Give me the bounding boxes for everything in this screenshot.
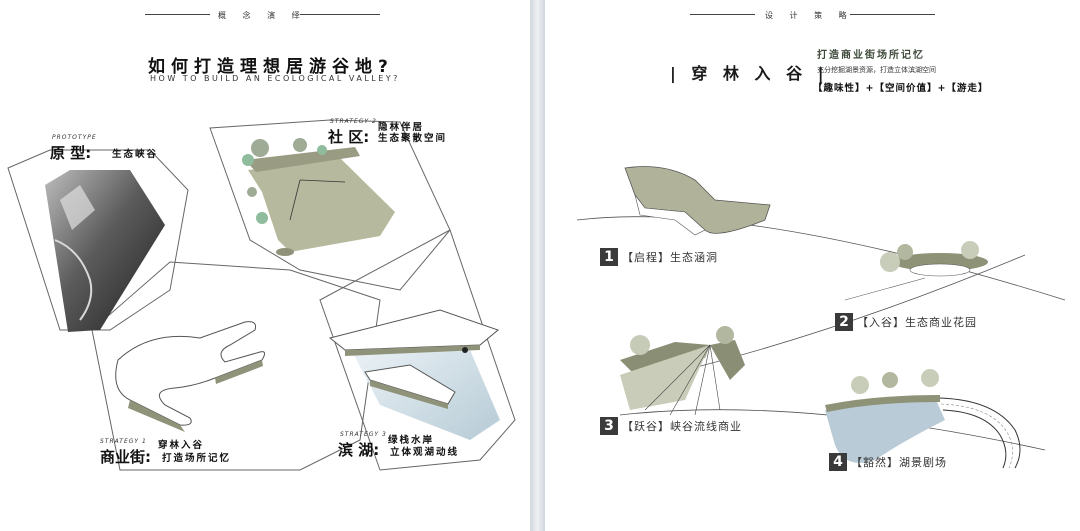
strategy-note: 充分挖掘湖景资源，打造立体滨湖空间 <box>817 66 936 74</box>
lake-deck-upper-side <box>345 345 480 356</box>
prototype-label: 原 型: <box>50 144 92 162</box>
step-text: 【启程】生态涵洞 <box>622 251 718 264</box>
step-text: 【豁然】湖景剧场 <box>851 456 947 469</box>
step-number: 1 <box>600 248 618 266</box>
flow-line <box>669 344 711 416</box>
tree-icon <box>247 187 257 197</box>
step-item: 4 【豁然】湖景剧场 <box>829 453 947 471</box>
tree-icon <box>882 372 898 388</box>
header-rule-right <box>300 14 380 15</box>
concept-diagram <box>7 119 516 471</box>
tree-icon <box>317 145 327 155</box>
terrain-line <box>576 216 1066 301</box>
strategy-diagram <box>576 166 1066 469</box>
tree-icon <box>851 376 869 394</box>
community-plaza <box>248 158 395 252</box>
step-text: 【跃谷】峡谷流线商业 <box>622 420 742 433</box>
step-item: 1 【启程】生态涵洞 <box>600 248 718 266</box>
ground-line <box>844 277 926 301</box>
page-gutter <box>530 0 545 531</box>
community-en: STRATEGY 2 <box>330 118 377 125</box>
marker-dot <box>462 347 468 353</box>
tree-icon <box>630 335 650 355</box>
lake-deck-lower-side <box>370 380 448 409</box>
road-edge <box>942 409 1007 469</box>
strategy-desc: 打造商业街场所记忆 <box>817 50 925 61</box>
right-page: 设 计 策 略 | 穿 林 入 谷 | 打造商业街场所记忆 充分挖掘湖景资源，打… <box>545 0 1080 531</box>
strategy-tags: 【趣味性】+【空间价值】+【游走】 <box>813 83 989 94</box>
flow-line <box>694 344 711 416</box>
mountain-snow <box>60 185 95 230</box>
step-text: 【入谷】生态商业花园 <box>857 316 977 329</box>
header-rule-left <box>145 14 210 15</box>
community-sub2: 生态聚散空间 <box>378 133 448 144</box>
culvert-inner <box>634 194 706 236</box>
step-number: 4 <box>829 453 847 471</box>
terrain-line <box>619 409 1046 451</box>
street-en: STRATEGY 1 <box>100 438 147 445</box>
tree-icon <box>880 252 900 272</box>
street-frame <box>91 261 381 471</box>
flow-line <box>709 344 721 411</box>
road-edge <box>939 397 1021 469</box>
step-number: 3 <box>600 417 618 435</box>
step-item: 3 【跃谷】峡谷流线商业 <box>600 417 742 435</box>
flow-line <box>644 344 711 411</box>
canyon-photo <box>45 170 165 332</box>
street-ribbon <box>115 321 266 426</box>
community-frame <box>209 119 451 291</box>
tree-icon <box>256 212 268 224</box>
left-header: 概 念 演 绎 <box>218 11 307 20</box>
tree-icon <box>716 326 734 344</box>
step-number: 2 <box>835 313 853 331</box>
tree-icon <box>921 369 939 387</box>
tree-shadow <box>276 248 294 256</box>
header-rule-left <box>690 14 755 15</box>
lake-frame <box>319 229 516 471</box>
page-title: 如何打造理想居游谷地? <box>148 57 394 77</box>
lake-label: 滨 湖: <box>338 441 380 459</box>
garden-deck <box>909 263 971 277</box>
page-subtitle: HOW TO BUILD AN ECOLOGICAL VALLEY? <box>150 74 400 83</box>
street-ribbon-side <box>215 360 263 384</box>
canyon-wall-right <box>710 340 745 380</box>
canyon-stream <box>54 239 93 321</box>
street-sub1: 穿林入谷 <box>158 440 205 451</box>
street-label: 商业街: <box>100 448 151 466</box>
right-header: 设 计 策 略 <box>765 11 854 20</box>
movement-arrow <box>299 179 346 183</box>
lake-deck-upper <box>328 309 500 351</box>
tree-icon <box>242 154 254 166</box>
prototype-en: PROTOTYPE <box>52 134 97 141</box>
lake-sub2: 立体观湖动线 <box>390 447 460 458</box>
street-ribbon-side <box>128 400 185 432</box>
lake-water <box>825 398 945 463</box>
community-label: 社 区: <box>328 128 370 146</box>
tree-icon <box>897 244 913 260</box>
step-item: 2 【入谷】生态商业花园 <box>835 313 977 331</box>
lake-en: STRATEGY 3 <box>340 431 387 438</box>
prototype-sub: 生态峡谷 <box>112 149 159 160</box>
street-sub2: 打造场所记忆 <box>162 453 232 464</box>
header-rule-right <box>850 14 935 15</box>
canyon-wall-left <box>620 342 710 375</box>
lake-sub1: 绿栈水岸 <box>388 435 435 446</box>
movement-arrow <box>289 179 301 221</box>
theatre-edge <box>825 395 940 412</box>
left-page: 概 念 演 绎 如何打造理想居游谷地? HOW TO BUILD AN ECOL… <box>0 0 530 531</box>
canyon-wall-face <box>620 345 710 410</box>
tree-icon <box>293 138 307 152</box>
road-centerline <box>940 403 1013 469</box>
community-path <box>245 147 360 172</box>
tree-icon <box>961 241 979 259</box>
strategy-title: | 穿 林 入 谷 | <box>670 64 829 83</box>
lake-deck-lower <box>364 364 456 405</box>
tree-icon <box>251 139 269 157</box>
community-sub1: 隐林伴居 <box>378 122 425 133</box>
